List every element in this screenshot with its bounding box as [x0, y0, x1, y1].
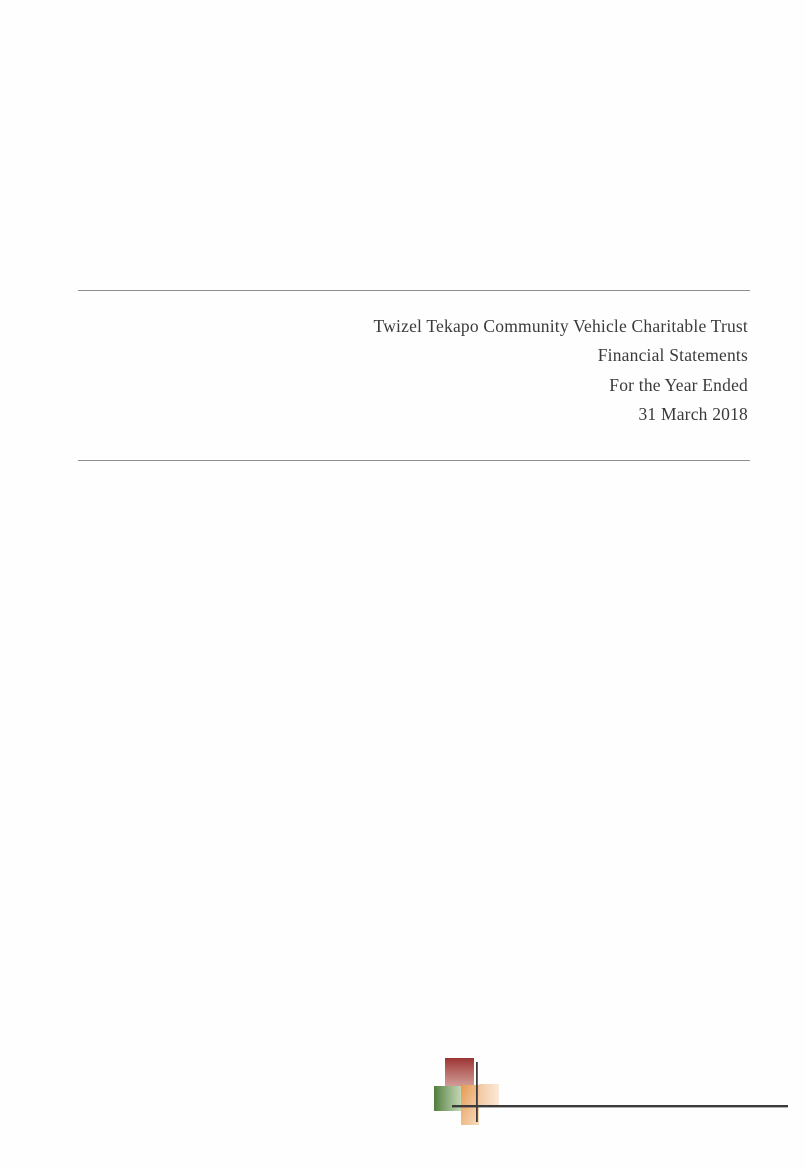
document-type: Financial Statements	[597, 345, 748, 366]
period-date: 31 March 2018	[638, 403, 748, 424]
top-divider	[78, 290, 750, 291]
title-block: Twizel Tekapo Community Vehicle Charitab…	[374, 312, 748, 429]
bottom-divider	[78, 460, 750, 461]
period-line: For the Year Ended	[609, 374, 748, 395]
accountant-logo-mark-icon	[430, 1056, 790, 1130]
organisation-name: Twizel Tekapo Community Vehicle Charitab…	[373, 316, 748, 336]
